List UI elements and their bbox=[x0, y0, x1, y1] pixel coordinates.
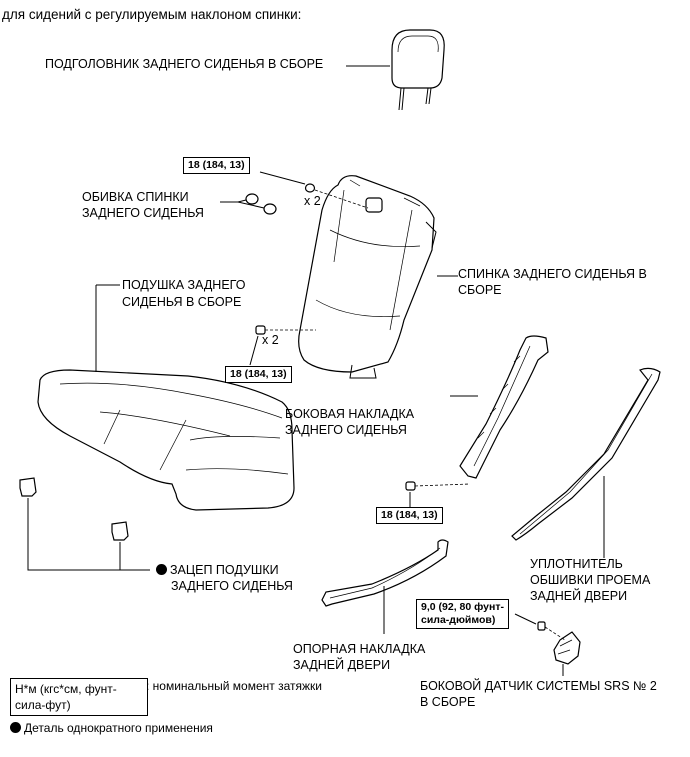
label-seatback-1: СПИНКА ЗАДНЕГО СИДЕНЬЯ В bbox=[458, 267, 647, 281]
label-side-panel-2: ЗАДНЕГО СИДЕНЬЯ bbox=[285, 423, 407, 437]
label-seatback-2: СБОРЕ bbox=[458, 283, 502, 297]
bottom-bolt bbox=[249, 325, 316, 366]
label-weatherstrip-1: УПЛОТНИТЕЛЬ bbox=[530, 557, 623, 571]
cushion-leader bbox=[95, 284, 120, 372]
torque-box-srs: 9,0 (92, 80 фунт- сила-дюймов) bbox=[416, 599, 509, 629]
label-scuff-2: ЗАДНЕЙ ДВЕРИ bbox=[293, 658, 391, 672]
label-weatherstrip-2: ОБШИВКИ ПРОЕМА bbox=[530, 573, 651, 587]
qty-top-bolts: x 2 bbox=[304, 194, 321, 208]
cushion-hooks bbox=[19, 477, 150, 571]
legend-unit-box: Н*м (кгс*см, фунт- сила-фут) bbox=[10, 678, 148, 716]
label-srs-1: БОКОВОЙ ДАТЧИК СИСТЕМЫ SRS № 2 bbox=[420, 679, 657, 693]
label-backrest-cover-2: ЗАДНЕГО СИДЕНЬЯ bbox=[82, 206, 204, 220]
legend-non-reusable: Деталь однократного применения bbox=[10, 720, 213, 737]
label-backrest-cover-1: ОБИВКА СПИНКИ bbox=[82, 190, 189, 204]
label-hook-2: ЗАДНЕГО СИДЕНЬЯ bbox=[171, 579, 293, 593]
label-cushion-1: ПОДУШКА ЗАДНЕГО bbox=[122, 278, 246, 292]
srs-sensor-drawing bbox=[514, 613, 581, 665]
side-panel-drawing bbox=[459, 335, 549, 479]
torque-box-seatback-bottom: 18 (184, 13) bbox=[225, 366, 292, 383]
label-side-panel-1: БОКОВАЯ НАКЛАДКА bbox=[285, 407, 415, 421]
backrest-cover-caps bbox=[220, 193, 277, 215]
torque-box-side-panel: 18 (184, 13) bbox=[376, 507, 443, 524]
seat-cushion-drawing bbox=[37, 369, 295, 511]
label-scuff-1: ОПОРНАЯ НАКЛАДКА bbox=[293, 642, 426, 656]
header-text: для сидений с регулируемым наклоном спин… bbox=[2, 7, 302, 22]
label-cushion-2: СИДЕНЬЯ В СБОРЕ bbox=[122, 295, 242, 309]
side-panel-bolt bbox=[405, 481, 471, 507]
legend-unit-description: : номинальный момент затяжки bbox=[146, 679, 322, 693]
top-bolt bbox=[259, 171, 369, 209]
torque-box-seatback-top: 18 (184, 13) bbox=[183, 157, 250, 174]
scuff-plate-drawing bbox=[321, 539, 449, 607]
headrest-drawing bbox=[391, 29, 445, 111]
label-headrest: ПОДГОЛОВНИК ЗАДНЕГО СИДЕНЬЯ В СБОРЕ bbox=[45, 57, 324, 71]
label-weatherstrip-3: ЗАДНЕЙ ДВЕРИ bbox=[530, 589, 628, 603]
label-srs-2: В СБОРЕ bbox=[420, 695, 476, 709]
weatherstrip-drawing bbox=[511, 367, 661, 541]
non-reusable-bullet-icon bbox=[10, 722, 21, 733]
non-reusable-bullet-icon bbox=[156, 564, 167, 575]
label-hook-1: ЗАЦЕП ПОДУШКИ bbox=[156, 562, 279, 579]
qty-bottom-bolts: x 2 bbox=[262, 333, 279, 347]
